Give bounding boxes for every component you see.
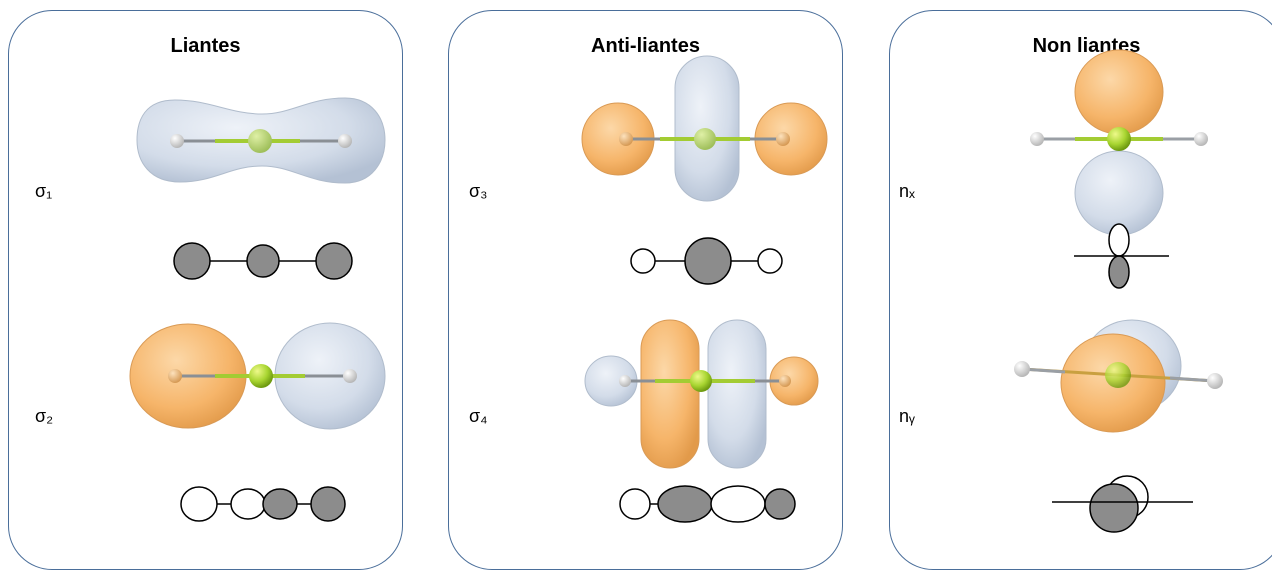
hydrogen-atom	[168, 369, 182, 383]
central-atom	[694, 128, 716, 150]
filled-lobe	[1089, 483, 1139, 533]
orbital-label-nx: nₓ	[899, 181, 915, 201]
orbital-artwork	[129, 49, 1223, 533]
orange-lobe	[640, 319, 700, 469]
blue-lobe	[1074, 150, 1164, 236]
filled-lobe	[1108, 255, 1130, 289]
nx-orbital-3d	[1030, 49, 1208, 236]
sigma4-schematic	[619, 485, 796, 523]
orbital-label-sigma2: σ₂	[35, 406, 54, 426]
orbital-label-sigma3: σ₃	[469, 181, 488, 201]
ny-orbital-3d	[1014, 319, 1223, 433]
filled-lobe	[173, 242, 211, 280]
hydrogen-atom	[1030, 132, 1044, 146]
sigma3-orbital-3d	[581, 55, 828, 202]
filled-lobe	[262, 488, 298, 520]
filled-lobe	[684, 237, 732, 285]
hydrogen-atom	[619, 132, 633, 146]
central-atom	[248, 129, 272, 153]
empty-lobe	[630, 248, 656, 274]
ny-schematic	[1052, 475, 1193, 533]
hydrogen-atom	[779, 375, 791, 387]
central-atom	[249, 364, 273, 388]
empty-lobe	[180, 486, 218, 522]
sigma2-orbital-3d	[129, 322, 386, 430]
orbital-label-sigma4: σ₄	[469, 406, 488, 426]
empty-lobe	[710, 485, 766, 523]
filled-lobe	[315, 242, 353, 280]
filled-lobe	[246, 244, 280, 278]
orange-lobe	[1074, 49, 1164, 135]
hydrogen-atom	[1014, 361, 1030, 377]
sigma3-schematic	[630, 237, 783, 285]
panel-antibonding: Anti-liantes σ₃ σ₄	[448, 10, 843, 570]
central-atom	[1105, 362, 1131, 388]
nx-schematic	[1074, 223, 1169, 289]
sigma2-schematic	[180, 486, 346, 522]
orbital-label-sigma1: σ₁	[35, 181, 53, 201]
filled-lobe	[764, 488, 796, 520]
central-atom	[1107, 127, 1131, 151]
hydrogen-atom	[619, 375, 631, 387]
hydrogen-atom	[338, 134, 352, 148]
panel-title: Liantes	[170, 35, 241, 57]
hydrogen-atom	[1207, 373, 1223, 389]
empty-lobe	[757, 248, 783, 274]
blue-lobe	[707, 319, 767, 469]
sigma4-orbital-3d	[584, 319, 819, 469]
hydrogen-atom	[343, 369, 357, 383]
sigma1-schematic	[173, 242, 353, 280]
hydrogen-atom	[1194, 132, 1208, 146]
empty-lobe	[619, 488, 651, 520]
hydrogen-atom	[170, 134, 184, 148]
orbital-label-ny: nᵧ	[899, 406, 915, 426]
central-atom	[690, 370, 712, 392]
empty-lobe	[230, 488, 266, 520]
panel-title: Anti-liantes	[591, 35, 700, 57]
empty-lobe	[1108, 223, 1130, 257]
sigma1-orbital-3d	[136, 97, 386, 184]
filled-lobe	[657, 485, 713, 523]
hydrogen-atom	[776, 132, 790, 146]
filled-lobe	[310, 486, 346, 522]
